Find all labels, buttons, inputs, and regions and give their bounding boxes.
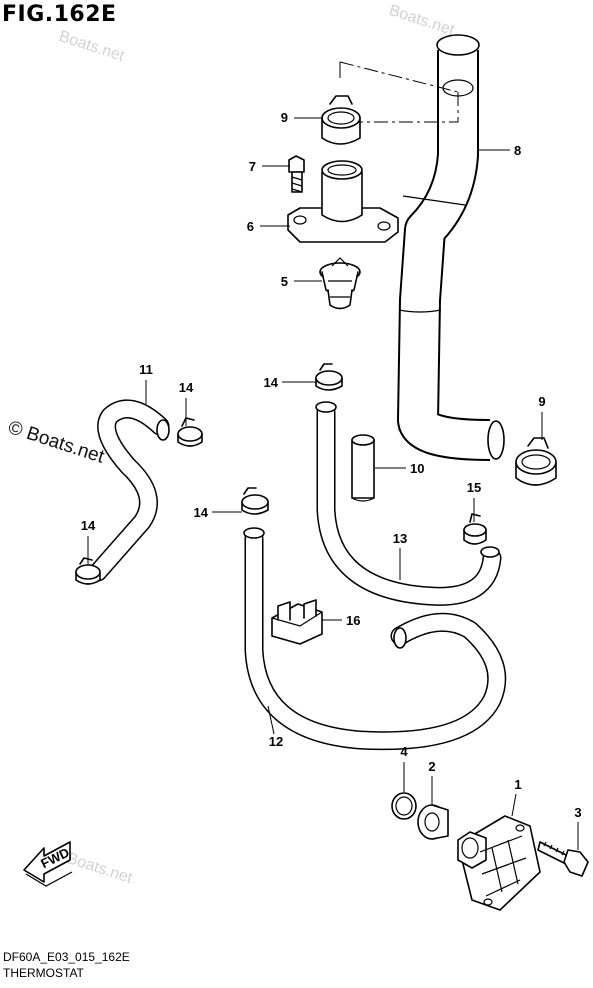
callout-14-d: 14: [81, 518, 96, 533]
callout-1: 1: [514, 777, 521, 792]
callout-14-b: 14: [179, 380, 194, 395]
clamp-part-14-b: [177, 417, 203, 447]
callout-7: 7: [249, 159, 256, 174]
leader-lines: [87, 117, 579, 850]
hose-part-11: [88, 399, 170, 582]
holder-part-16: [271, 599, 323, 645]
callout-4: 4: [400, 744, 408, 759]
hose-part-10: [351, 434, 375, 502]
callout-13: 13: [393, 531, 407, 546]
bolt-part-7: [288, 155, 305, 193]
callout-16: 16: [346, 613, 360, 628]
clamp-part-14-d: [75, 557, 101, 585]
callout-9-top: 9: [281, 110, 288, 125]
callout-12: 12: [269, 734, 283, 749]
callout-labels: 9 7 6 5 8 9 10 11 14 14 14 14 15 13 16 1…: [81, 110, 582, 820]
callout-3: 3: [574, 805, 581, 820]
figure-title: FIG.162E: [2, 2, 117, 27]
clamp-part-9-bottom: [515, 437, 557, 486]
hose-part-8: [397, 34, 505, 461]
clip-part-15: [463, 513, 487, 545]
thermostat-part-5: [319, 257, 361, 310]
thermostat-cover-part-6: [287, 160, 399, 243]
bolt-part-3: [537, 841, 589, 877]
callout-14-a: 14: [264, 375, 279, 390]
hose-part-12: [243, 527, 507, 751]
housing-part-1: [457, 815, 541, 911]
clamp-part-9-top: [321, 95, 361, 145]
diagram-code: DF60A_E03_015_162E: [3, 950, 130, 964]
callout-2: 2: [428, 759, 435, 774]
callout-14-c: 14: [194, 505, 209, 520]
callout-6: 6: [247, 219, 254, 234]
callout-15: 15: [467, 480, 481, 495]
callout-8: 8: [514, 143, 521, 158]
clamp-part-14-c: [241, 487, 269, 515]
clamp-part-14-a: [315, 363, 343, 391]
callout-11: 11: [139, 362, 153, 377]
hose-part-13: [315, 401, 502, 606]
callout-10: 10: [410, 461, 424, 476]
callout-5: 5: [281, 274, 288, 289]
reference-lines: [339, 61, 459, 123]
seal-part-2: [417, 804, 449, 840]
callout-9-bottom: 9: [538, 394, 545, 409]
diagram-name: THERMOSTAT: [3, 966, 84, 980]
forward-arrow-icon: FWD: [23, 841, 73, 887]
o-ring-part-4: [391, 792, 417, 820]
